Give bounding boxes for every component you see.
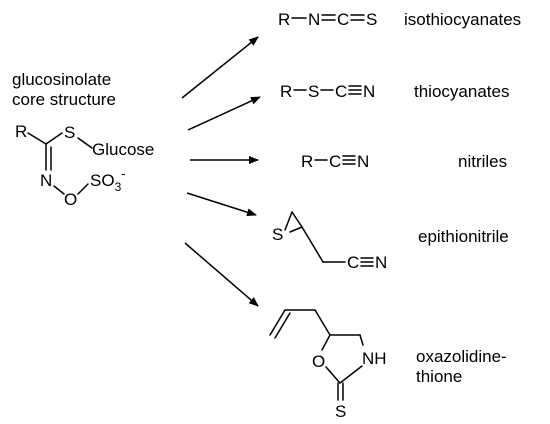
epi-atom-c: C <box>347 253 359 272</box>
epi-bond-ring <box>291 211 303 228</box>
thio-atom-n: N <box>363 82 375 101</box>
thiocyanates-label: thiocyanates <box>414 82 509 101</box>
arrow-to-thiocyanates <box>187 96 261 131</box>
core-atom-s: S <box>64 123 75 142</box>
core-caption-line2: core structure <box>12 90 116 109</box>
arrow-to-epithionitrile <box>186 192 257 217</box>
nitrile-atom-n: N <box>357 152 369 171</box>
glucosinolate-core-structure: R S Glucose N O SO3- <box>15 122 154 209</box>
nitrile-atom-r: R <box>301 152 313 171</box>
core-caption-line1: glucosinolate <box>12 70 111 89</box>
epi-bond-s-ch2 <box>284 211 293 231</box>
oxazolidinethione-structure: NH O S <box>269 309 387 421</box>
iso-atom-s: S <box>366 10 377 29</box>
core-atom-so3: SO3- <box>90 166 126 194</box>
thiocyanate-formula: R S C N <box>280 82 375 101</box>
iso-atom-r: R <box>278 10 290 29</box>
ox-atom-nh: NH <box>362 349 387 368</box>
ox-bond-vinyl-1 <box>269 309 286 336</box>
isothiocyanates-label: isothiocyanates <box>404 10 521 29</box>
core-atom-glucose: Glucose <box>92 140 154 159</box>
bond-c-s <box>45 132 63 145</box>
epi-atom-n: N <box>375 253 387 272</box>
epithionitrile-structure: S C N <box>272 211 387 272</box>
ox-atom-o: O <box>312 352 325 371</box>
iso-atom-c: C <box>337 10 349 29</box>
bond-n-o <box>53 185 65 195</box>
oxazolidinethione-label-line2: thione <box>416 367 462 386</box>
ox-bond-c2-n <box>339 365 363 384</box>
core-atom-n: N <box>40 171 52 190</box>
epi-bond-ch-s <box>289 226 303 233</box>
bond-s-glucose <box>77 137 93 149</box>
isothiocyanate-formula: R N C S <box>278 10 377 29</box>
nitrile-atom-c: C <box>329 152 341 171</box>
ox-atom-s: S <box>335 402 346 421</box>
ox-bond-vinyl-2 <box>274 312 291 339</box>
ox-bond-c5-o <box>321 334 331 351</box>
core-atom-o: O <box>64 190 77 209</box>
epi-bond-ch-ch2 <box>301 226 324 263</box>
oxazolidinethione-label-line1: oxazolidine- <box>416 347 507 366</box>
iso-atom-n: N <box>308 10 320 29</box>
thio-atom-r: R <box>280 82 292 101</box>
thio-atom-s: S <box>308 82 319 101</box>
nitrile-formula: R C N <box>301 152 369 171</box>
bond-r-c <box>27 132 47 145</box>
epithionitrile-label: epithionitrile <box>418 227 509 246</box>
ox-bond-c4-n <box>359 334 364 346</box>
nitriles-label: nitriles <box>458 152 507 171</box>
ox-bond-allyl-2 <box>314 309 331 336</box>
arrow-to-isothiocyanates <box>181 36 259 99</box>
bond-o-s <box>77 183 89 195</box>
ox-bond-o-c2 <box>325 366 341 384</box>
arrow-to-oxazolidinethione <box>184 242 259 307</box>
core-atom-r: R <box>15 122 27 141</box>
thio-atom-c: C <box>335 82 347 101</box>
epi-atom-s: S <box>272 225 283 244</box>
